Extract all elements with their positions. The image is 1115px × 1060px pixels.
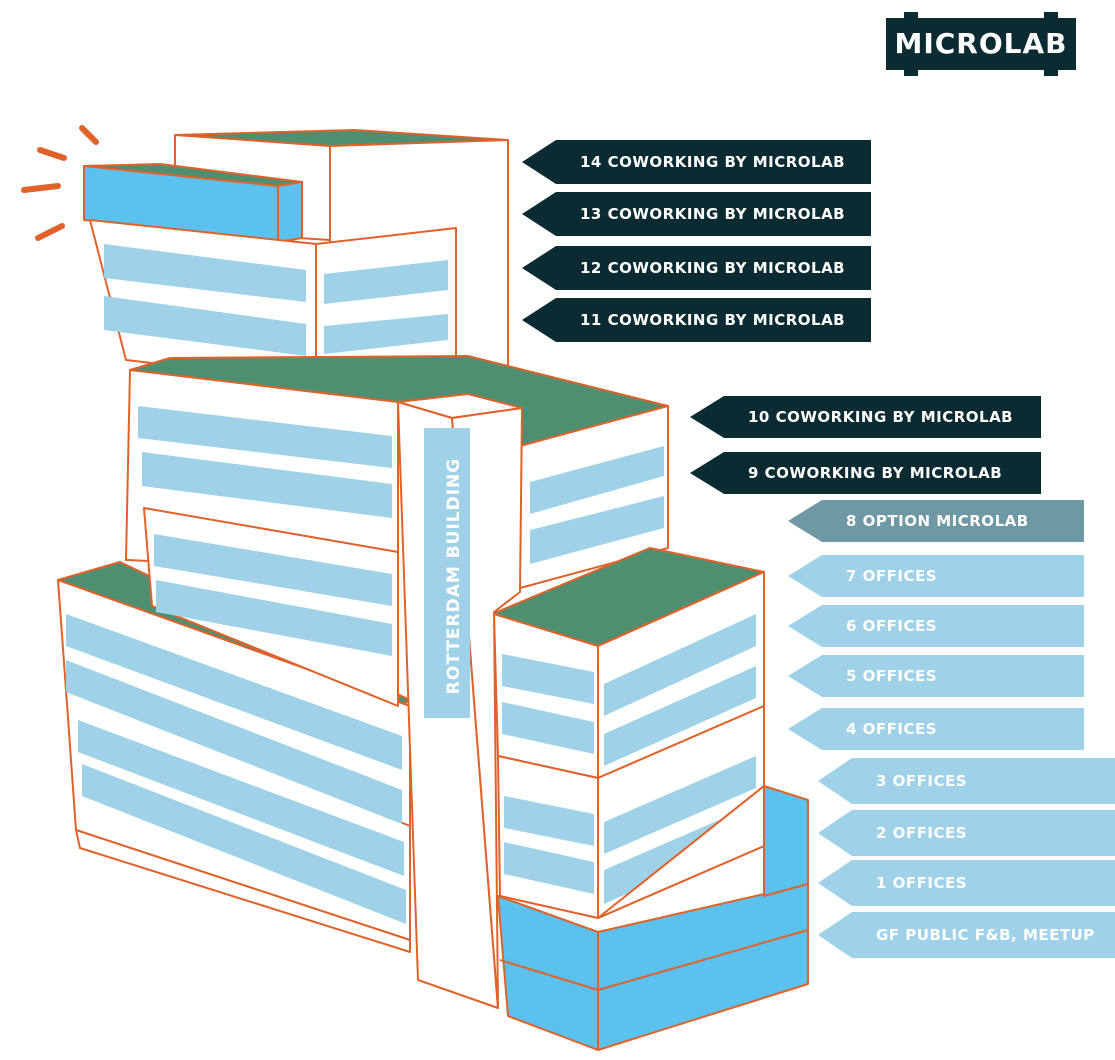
window-strip: [142, 452, 392, 518]
logo-text: MICROLAB: [894, 27, 1068, 60]
floor-label-flag: [522, 298, 871, 342]
floor-label-flag: [818, 860, 1115, 906]
floor-label-11: 4 OFFICES: [788, 708, 1084, 750]
floor-label-1: 14 COWORKING BY MICROLAB: [522, 140, 871, 184]
floor-label-9: 6 OFFICES: [788, 605, 1084, 647]
floor-label-flag: [788, 605, 1084, 647]
floor-label-3: 12 COWORKING BY MICROLAB: [522, 246, 871, 290]
floor-label-10: 5 OFFICES: [788, 655, 1084, 697]
floor-label-text: 13 COWORKING BY MICROLAB: [580, 205, 845, 223]
window-strip: [530, 446, 664, 514]
tower-sign-panel: [424, 428, 470, 718]
window-strip: [82, 764, 406, 924]
floor-label-8: 7 OFFICES: [788, 555, 1084, 597]
floor-label-text: 4 OFFICES: [846, 720, 937, 738]
floor-label-flag: [522, 140, 871, 184]
microlab-logo: MICROLAB: [886, 12, 1076, 76]
floor-label-text: 8 OPTION MICROLAB: [846, 512, 1029, 530]
window-strip: [502, 702, 594, 754]
podium-front: [497, 895, 599, 1051]
window-strip: [154, 534, 392, 606]
window-strip: [104, 296, 306, 356]
window-strip: [66, 660, 402, 824]
window-strip: [138, 406, 392, 468]
floor-label-flag: [788, 500, 1084, 542]
window-strip: [530, 496, 664, 564]
floor-label-flag: [818, 912, 1115, 958]
floor-label-4: 11 COWORKING BY MICROLAB: [522, 298, 871, 342]
sparkle-icon: [21, 125, 99, 241]
window-strip: [502, 654, 594, 704]
floor-label-text: 14 COWORKING BY MICROLAB: [580, 153, 845, 171]
floor-label-flag: [522, 246, 871, 290]
floor-label-text: GF PUBLIC F&B, MEETUP: [876, 926, 1095, 944]
window-strip: [104, 244, 306, 302]
floor-label-15: GF PUBLIC F&B, MEETUP: [818, 912, 1115, 958]
floor-label-flag: [522, 192, 871, 236]
window-strip: [604, 756, 756, 854]
floor-label-flag: [788, 655, 1084, 697]
window-strip: [324, 260, 448, 304]
window-strip: [504, 842, 594, 894]
floor-label-5: 10 COWORKING BY MICROLAB: [690, 396, 1041, 438]
window-strip: [78, 720, 404, 876]
floor-label-14: 1 OFFICES: [818, 860, 1115, 906]
floor-label-text: 2 OFFICES: [876, 824, 967, 842]
floor-label-text: 9 COWORKING BY MICROLAB: [748, 464, 1002, 482]
floor-label-7: 8 OPTION MICROLAB: [788, 500, 1084, 542]
floor-label-flag: [690, 396, 1041, 438]
floor-label-text: 5 OFFICES: [846, 667, 937, 685]
window-strip: [324, 314, 448, 354]
floor-label-text: 12 COWORKING BY MICROLAB: [580, 259, 845, 277]
floor-label-6: 9 COWORKING BY MICROLAB: [690, 452, 1041, 494]
floor-label-text: 6 OFFICES: [846, 617, 937, 635]
floor-label-flag: [690, 452, 1041, 494]
floor-label-flag: [818, 810, 1115, 856]
podium-side-upper: [763, 785, 809, 897]
window-strip: [66, 614, 402, 770]
floor-label-text: 10 COWORKING BY MICROLAB: [748, 408, 1013, 426]
window-strip: [604, 666, 756, 766]
floor-label-13: 2 OFFICES: [818, 810, 1115, 856]
floor-label-text: 11 COWORKING BY MICROLAB: [580, 311, 845, 329]
glass-box-side: [277, 181, 303, 243]
window-strip: [156, 580, 392, 656]
left-wing-front-base: [75, 829, 411, 953]
window-strip: [604, 614, 756, 716]
floor-label-12: 3 OFFICES: [818, 758, 1115, 804]
floor-label-flag: [788, 555, 1084, 597]
floor-label-text: 1 OFFICES: [876, 874, 967, 892]
floor-label-flag: [818, 758, 1115, 804]
podium-side: [597, 883, 809, 1051]
floor-label-text: 7 OFFICES: [846, 567, 937, 585]
window-strip: [504, 796, 594, 846]
floor-label-2: 13 COWORKING BY MICROLAB: [522, 192, 871, 236]
floor-label-flag: [788, 708, 1084, 750]
floor-label-text: 3 OFFICES: [876, 772, 967, 790]
building-name-label: ROTTERDAM BUILDING: [444, 458, 464, 694]
